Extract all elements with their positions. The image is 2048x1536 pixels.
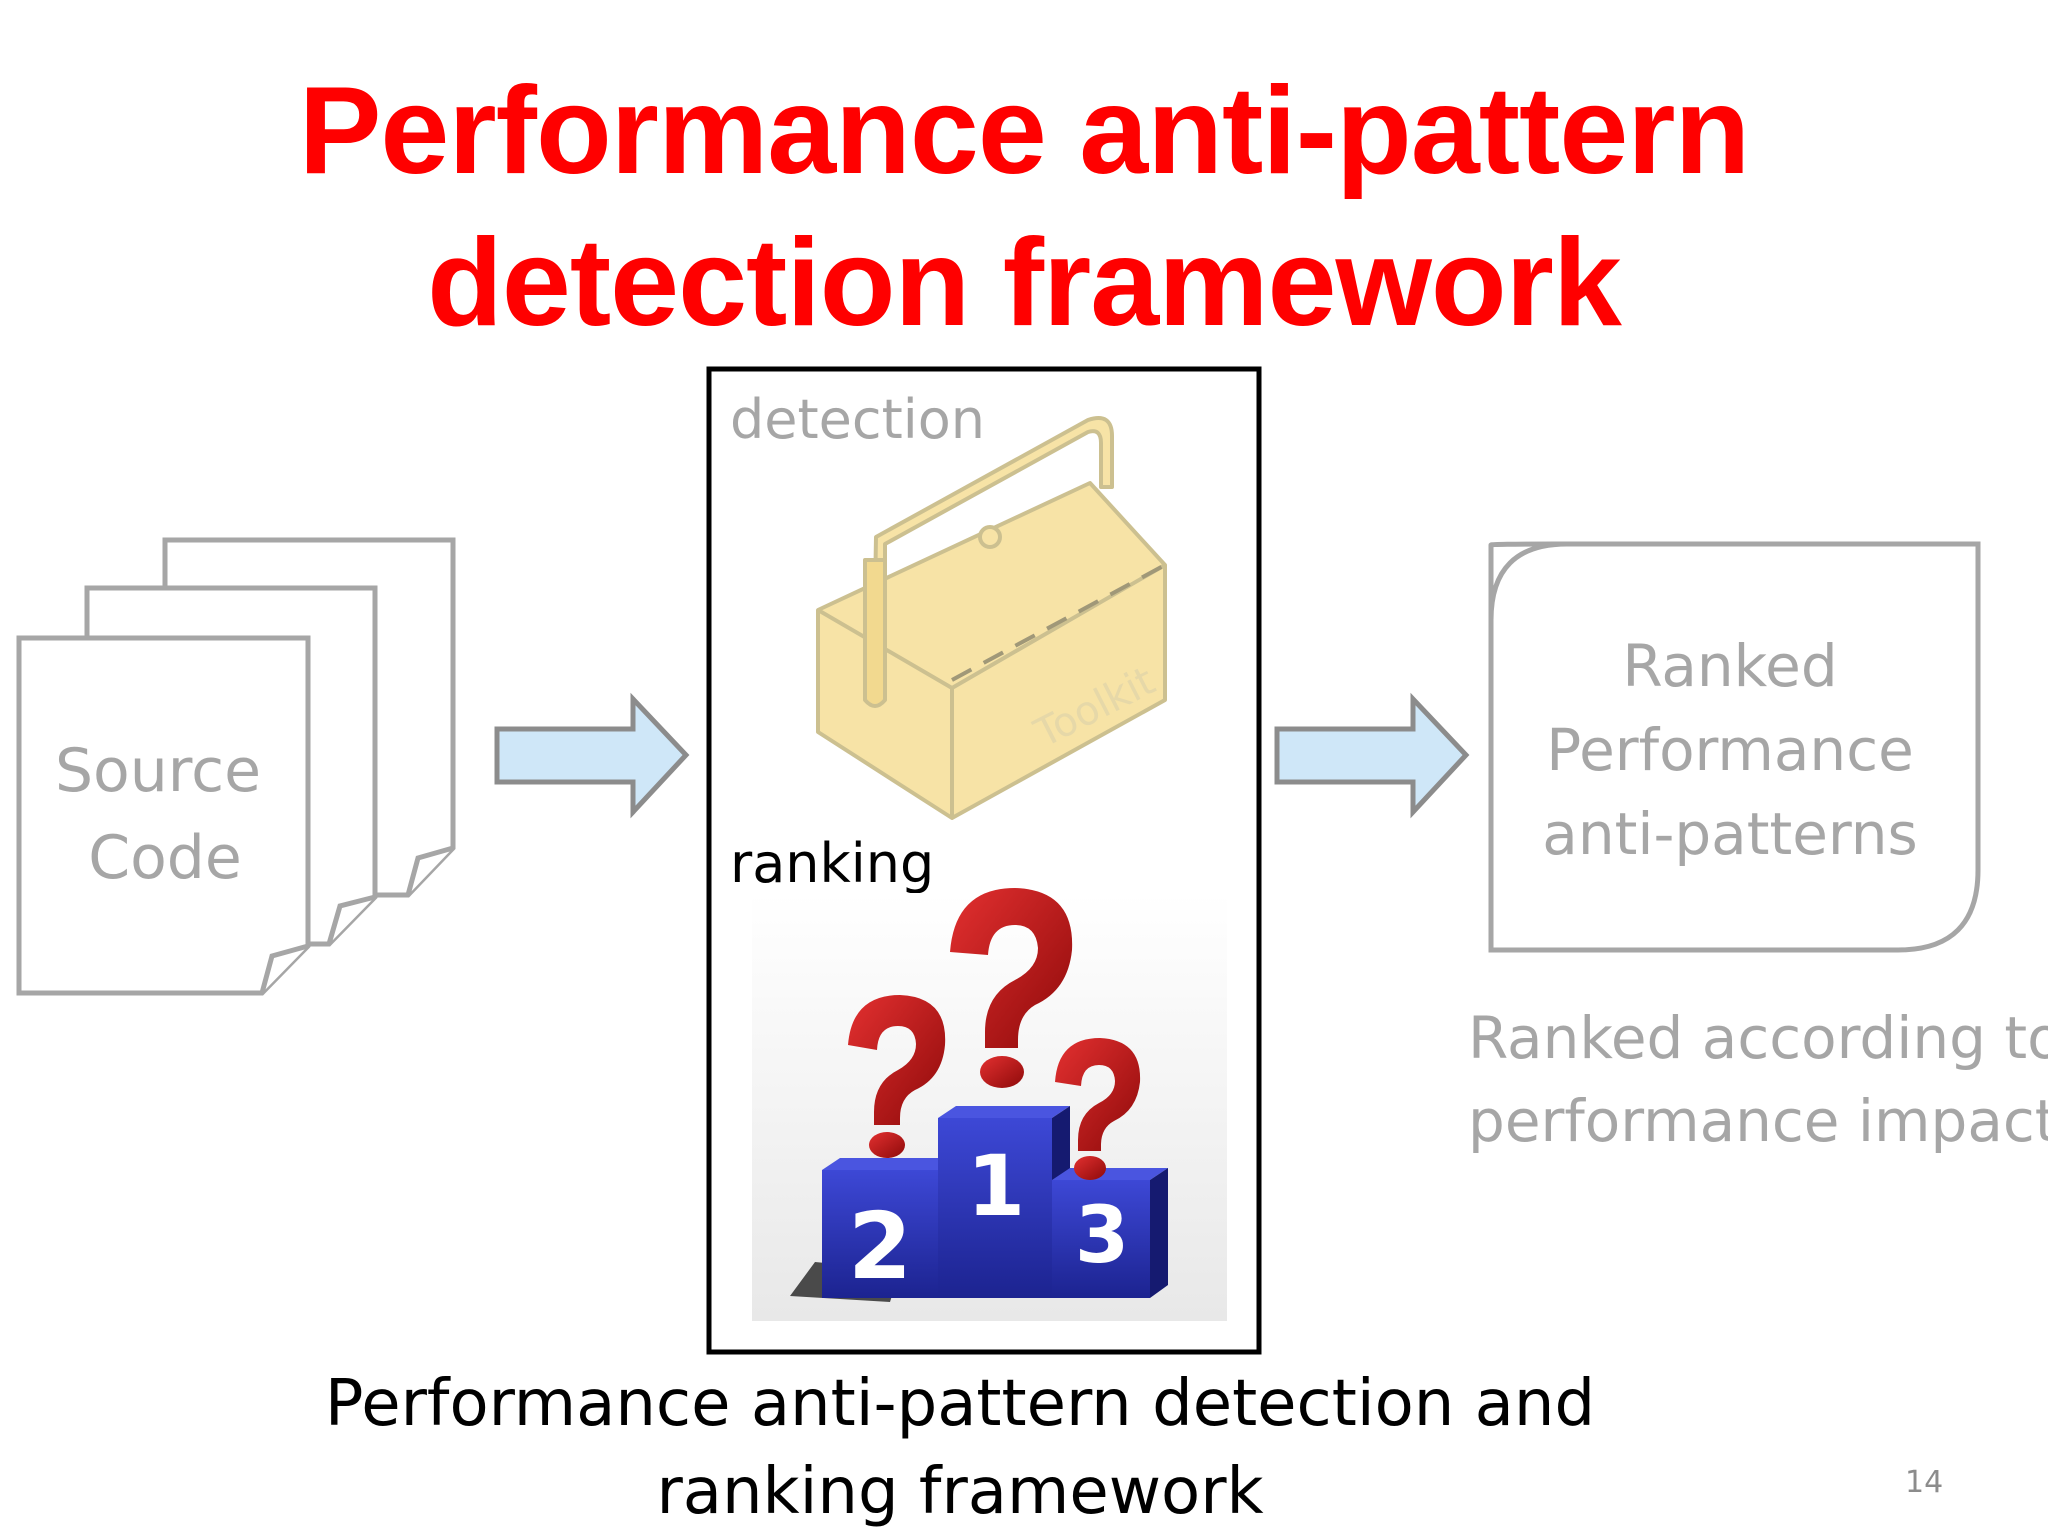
podium-number-1: 1 xyxy=(967,1137,1025,1235)
podium-block-third: 3 xyxy=(1052,1168,1168,1298)
document-page-front xyxy=(16,635,311,996)
page-number: 14 xyxy=(1905,1465,1944,1500)
slide-title: Performance anti-pattern detection frame… xyxy=(0,55,2048,359)
title-line-1: Performance anti-pattern xyxy=(298,62,1751,200)
source-code-label-line-1: Source xyxy=(55,736,261,806)
detection-label: detection xyxy=(730,388,985,451)
arrow-source-to-framework xyxy=(494,692,690,819)
output-label-line-3: anti-patterns xyxy=(1542,800,1917,868)
podium-number-3: 3 xyxy=(1075,1191,1129,1281)
output-label-line-1: Ranked xyxy=(1622,632,1837,700)
ranked-output-box xyxy=(1488,541,1981,953)
caption-line-1: Performance anti-pattern detection and xyxy=(324,1367,1596,1441)
question-mark-center-icon xyxy=(950,888,1073,1088)
diagram-caption: Performance anti-pattern detection and r… xyxy=(280,1360,1640,1536)
podium-image: 2 1 3 xyxy=(752,888,1227,1321)
question-mark-right-icon xyxy=(1055,1038,1141,1180)
toolbox-icon: Toolkit xyxy=(816,416,1167,820)
ranking-label: ranking xyxy=(730,832,934,895)
podium-block-first: 1 xyxy=(938,1106,1070,1298)
podium-block-second: 2 xyxy=(822,1158,955,1300)
podium-number-2: 2 xyxy=(848,1193,912,1300)
title-line-2: detection framework xyxy=(427,214,1622,352)
source-code-documents: Source Code xyxy=(16,537,456,996)
ranking-note-line-2: performance impact xyxy=(1468,1087,2048,1155)
caption-line-2: ranking framework xyxy=(656,1455,1264,1529)
source-code-label-line-2: Code xyxy=(88,823,242,893)
arrow-framework-to-output xyxy=(1274,692,1470,819)
output-label-line-2: Performance xyxy=(1546,716,1914,784)
ranking-note-line-1: Ranked according to xyxy=(1468,1004,2048,1072)
question-mark-left-icon xyxy=(848,995,946,1158)
